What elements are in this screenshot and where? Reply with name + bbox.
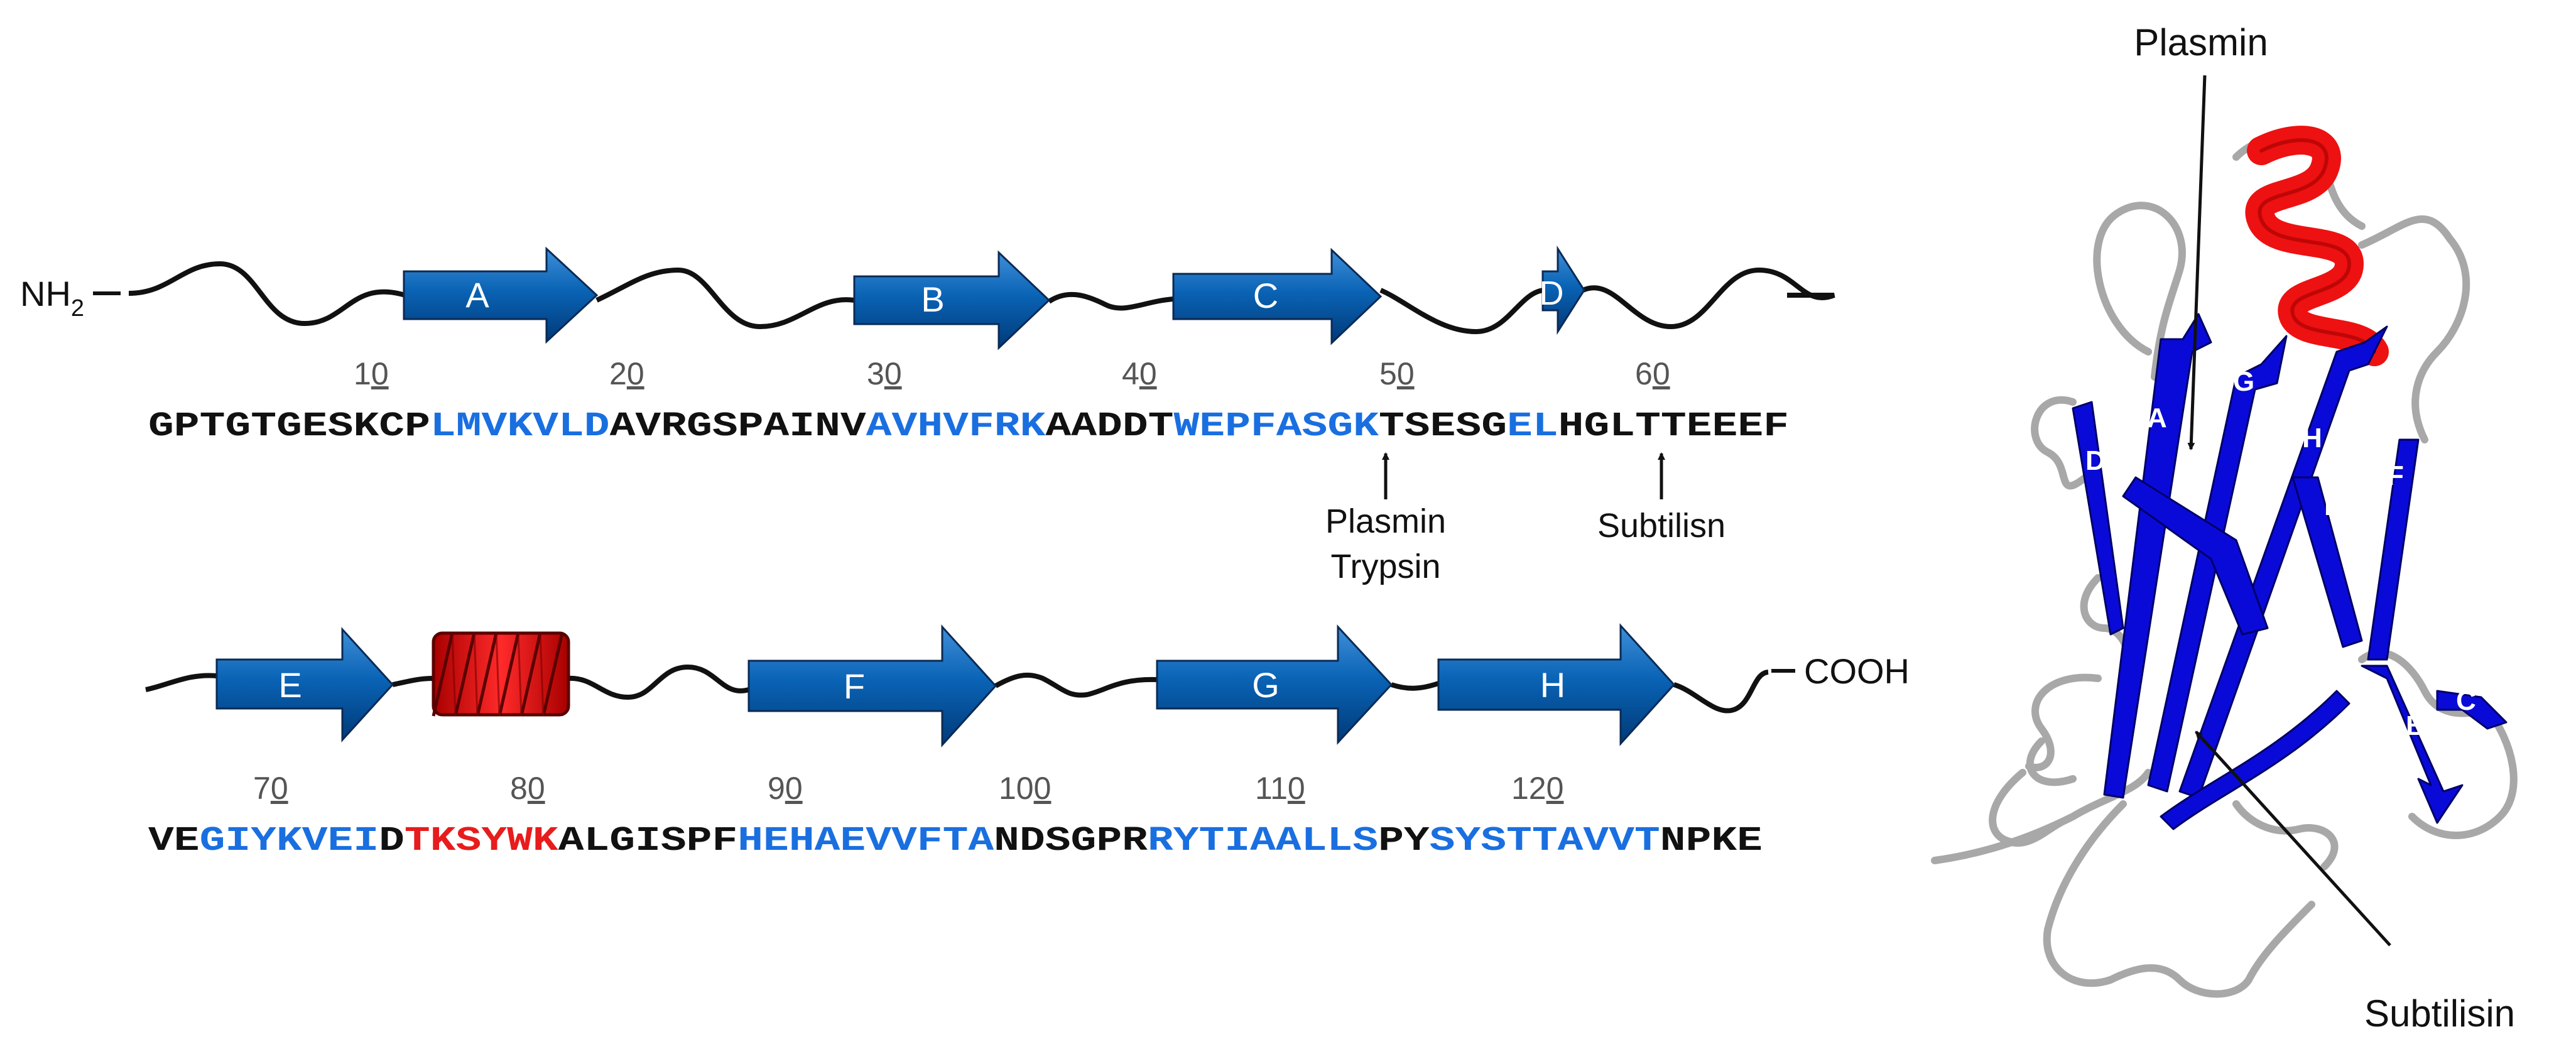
structure-annotation-subtilisin: Subtilisin [2195,730,2515,1035]
strand-arrow-e: E [215,627,394,742]
coil-row2-2 [392,676,434,687]
strand-arrow-h: H [1437,623,1676,746]
strand-arrow-d: D [1540,245,1585,335]
seq2-seg2: D [379,821,405,861]
seq1-seg8: HGLTTEEEF [1558,406,1789,446]
tick-50: 50 [1379,356,1415,391]
coil-row1-1 [128,261,406,327]
ribbon-label-g: G [2233,366,2254,397]
tick-100: 100 [999,771,1051,806]
ribbon-label-c: C [2456,685,2476,716]
coil-row1-2 [595,267,855,330]
coil-row2-4 [994,672,1158,698]
ribbon-label-h: H [2302,423,2322,453]
seq1-seg6: TSESG [1379,406,1507,446]
seq2-seg1: GIYKVEI [200,821,379,861]
seq2-seg4: ALGISPF [558,821,738,861]
cterm-label: COOH [1804,651,1910,691]
cleavage-label-subtilisn: Subtilisn [1597,507,1725,545]
tick-30: 30 [867,356,902,391]
strand-label-e: E [278,665,302,705]
coil-row2-1 [145,673,217,692]
strand-label-b: B [921,280,944,319]
ribbon-label-d: D [2085,445,2106,476]
tick-40: 40 [1122,356,1157,391]
strand-arrow-b: B [853,250,1051,350]
seq2-seg10: NPKE [1660,821,1763,861]
cleavage-label-plasmin: Plasmin [1325,502,1446,540]
tick-10: 10 [354,356,389,391]
tick-60: 60 [1635,356,1670,391]
strand-label-c: C [1253,276,1278,315]
ribbon-label-a: A [2147,403,2167,433]
cleavage-label-trypsin: Trypsin [1330,548,1440,585]
nterm-label: NH2 [20,274,84,322]
coil-row2-3 [568,664,750,700]
row2-topology: COOH E F G H [145,623,1910,747]
strand-label-a: A [465,275,489,315]
seq1-seg0: GPTGTGESKCP [148,406,430,446]
ribbon-label-f: F [2387,460,2404,491]
alpha-helix [432,631,570,717]
coil-row2-5 [1390,681,1440,691]
strand-label-f: F [844,666,865,706]
ribbon-label-b: B [2406,710,2426,741]
seq2-seg9: SYSTTAVVT [1430,821,1660,861]
ribbon-strands [2072,313,2508,830]
tick-110: 110 [1255,771,1305,806]
tick-90: 90 [768,771,803,806]
seq2-seg3: TKSYWK [405,821,558,861]
strand-arrow-c: C [1172,247,1383,345]
ribbon-structure: A B C D E F G H Plasmin Subtilisin [1931,21,2518,1035]
seq1-seg5: WEPFASGK [1173,406,1378,446]
seq2-seg6: NDSGPR [994,821,1148,861]
tick-80: 80 [510,771,545,806]
structure-label-plasmin: Plasmin [2134,21,2268,63]
seq1-seg1: LMVKVLD [430,406,610,446]
seq1-seg3: AVHVFRK [866,406,1046,446]
seq2-seg7: RYTIAALLS [1148,821,1378,861]
tick-70: 70 [253,771,288,806]
coil-row1-4 [1379,288,1545,335]
tick-20: 20 [609,356,644,391]
seq2-seg0: VE [148,821,200,861]
row2-position-ticks: 70 80 90 100 110 120 [253,771,1563,806]
seq1-seg7: EL [1507,406,1558,446]
seq2-seg5: HEHAEVVFTA [737,821,994,861]
cleavage-site-subtilisn: Subtilisn [1597,452,1725,545]
ribbon-strand-labels: A B C D E F G H [2085,366,2476,741]
ribbon-helix [2245,126,2389,366]
row1-topology: NH2 A B C D [20,245,1835,350]
coil-row1-3 [1047,291,1174,311]
seq2-seg8: PY [1378,821,1430,861]
tick-120: 120 [1511,771,1563,806]
cleavage-site-plasmin-trypsin: Plasmin Trypsin [1325,452,1446,585]
strand-arrow-a: A [403,246,599,344]
strand-arrow-f: F [747,624,997,747]
coil-row1-5 [1582,267,1835,330]
seq1-seg2: AVRGSPAINV [610,406,866,446]
structure-label-subtilisin: Subtilisin [2364,992,2515,1035]
strand-label-g: G [1252,665,1280,705]
strand-label-h: H [1540,665,1565,705]
ribbon-label-e: E [2324,491,2342,521]
strand-arrow-g: G [1156,624,1393,745]
coil-row2-6 [1673,670,1769,714]
structure-annotation-plasmin: Plasmin [2134,21,2268,450]
seq1-seg4: AADDT [1045,406,1173,446]
row1-position-ticks: 10 20 30 40 50 60 [354,356,1670,391]
strand-label-d: D [1540,274,1564,312]
